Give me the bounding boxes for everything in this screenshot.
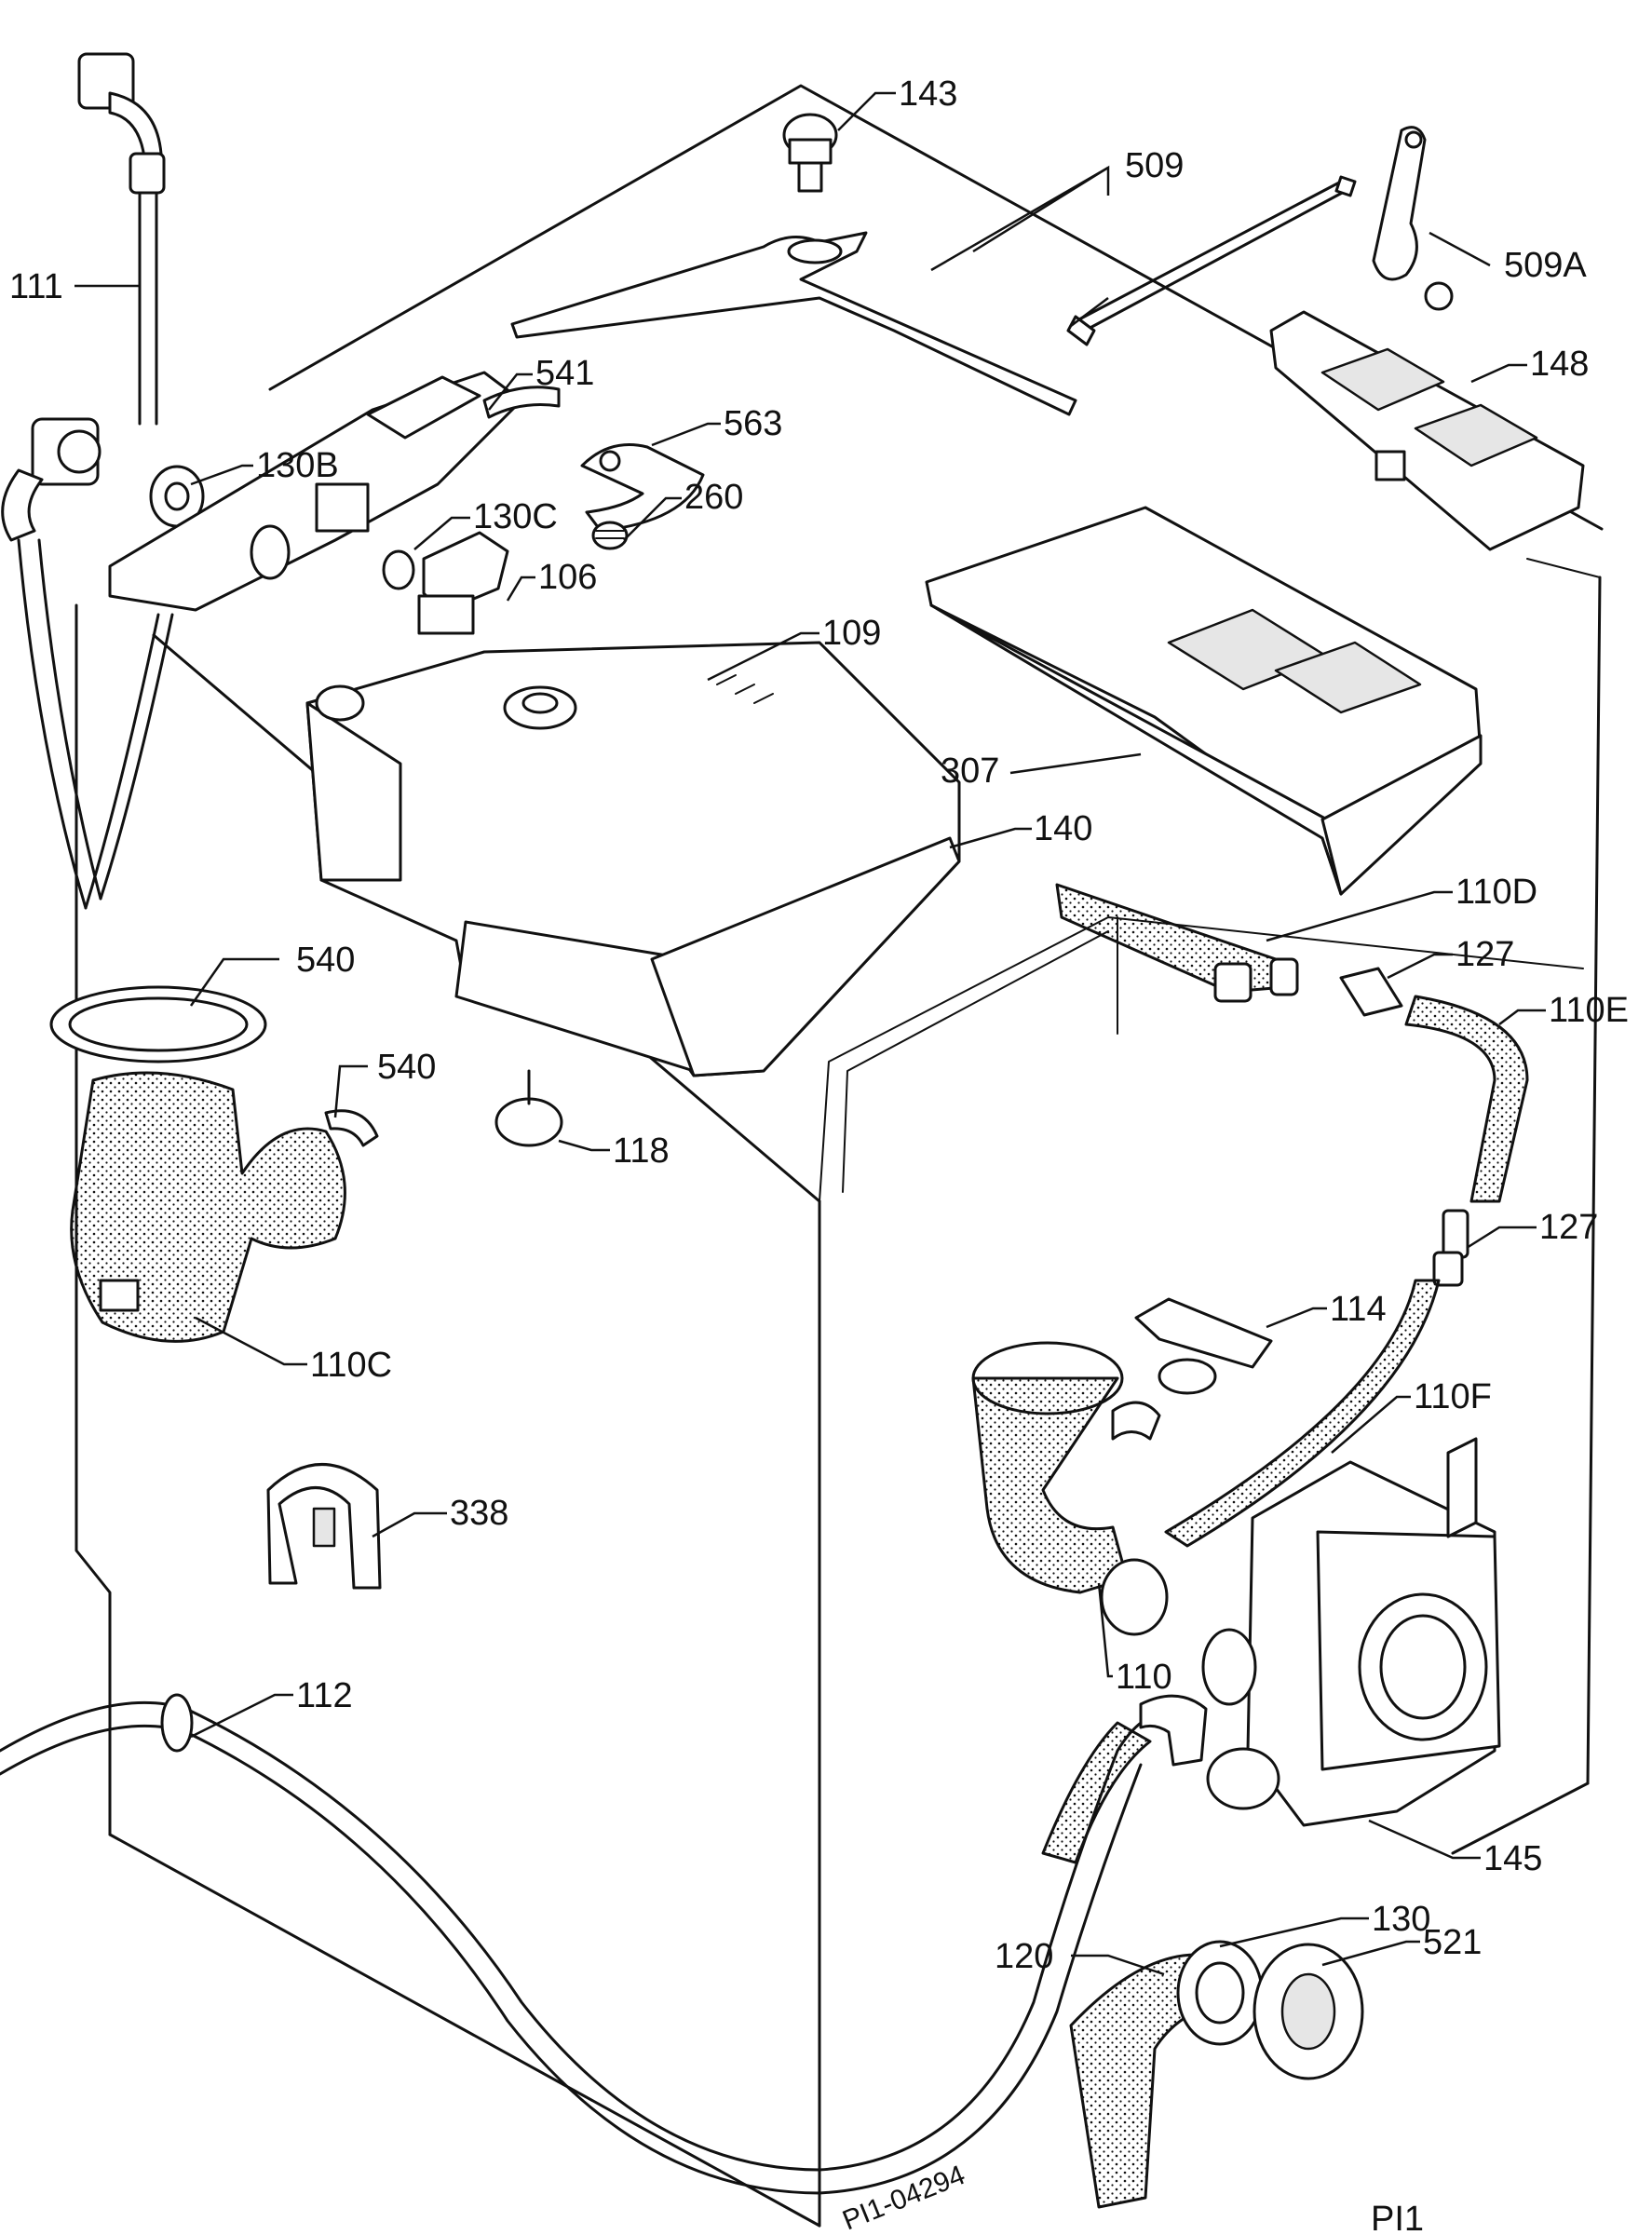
part-110d-hose <box>1055 883 1299 1003</box>
label-130c: 130C <box>473 497 558 536</box>
label-118: 118 <box>613 1131 670 1171</box>
part-127-clamp-b <box>1432 1209 1469 1287</box>
part-114-bracket <box>1134 1297 1273 1395</box>
label-509: 509 <box>1125 146 1184 185</box>
label-127a: 127 <box>1456 935 1514 974</box>
part-130b-grommet <box>149 465 205 528</box>
label-563: 563 <box>724 404 782 443</box>
label-110: 110 <box>1116 1658 1172 1697</box>
label-140: 140 <box>1034 809 1092 848</box>
part-110f-hose <box>1164 1279 1441 1548</box>
part-111-inlet-hose <box>77 52 166 426</box>
label-110f: 110F <box>1414 1377 1492 1416</box>
part-145-pump <box>1201 1437 1501 1827</box>
label-540a: 540 <box>296 941 355 980</box>
label-110c: 110C <box>310 1346 392 1385</box>
label-112: 112 <box>296 1676 353 1715</box>
part-143-knob <box>782 113 838 193</box>
label-130: 130 <box>1372 1900 1430 1939</box>
part-148-handle <box>1269 310 1585 551</box>
label-106: 106 <box>538 558 597 597</box>
label-509a: 509A <box>1504 246 1587 285</box>
part-540-clamp-ring <box>49 985 267 1063</box>
part-110e-hose <box>1404 995 1529 1203</box>
label-130b: 130B <box>256 446 339 485</box>
part-109-dispenser-housing <box>305 641 961 1077</box>
label-148: 148 <box>1530 345 1589 384</box>
label-120: 120 <box>995 1937 1053 1976</box>
label-145: 145 <box>1483 1839 1542 1878</box>
label-110d: 110D <box>1456 873 1537 912</box>
label-521: 521 <box>1423 1923 1482 1962</box>
part-118-screw <box>494 1069 563 1147</box>
part-540-clamp-small <box>324 1109 379 1147</box>
label-338: 338 <box>450 1494 508 1533</box>
part-338-clip <box>266 1463 382 1590</box>
part-127-clamp-a <box>1339 967 1403 1017</box>
part-111-hose-lower <box>1 417 174 910</box>
part-509-linkage <box>510 175 1357 416</box>
label-260: 260 <box>684 478 743 517</box>
part-110-elbow <box>971 1341 1169 1636</box>
label-540b: 540 <box>377 1048 436 1087</box>
part-labels: 143 509 509A 111 541 148 563 130B 260 13… <box>9 74 1629 2235</box>
part-112-drain-hose <box>0 1693 1208 2195</box>
label-114: 114 <box>1330 1290 1387 1329</box>
part-509a-lever <box>1372 126 1454 311</box>
drawing-number: PI1-04294 <box>838 2160 969 2235</box>
label-111: 111 <box>9 267 63 306</box>
label-541: 541 <box>535 354 594 393</box>
part-130c-106-clip <box>382 531 509 635</box>
part-110c-bellows <box>70 1071 346 1343</box>
part-307-drawer <box>925 506 1483 896</box>
part-260-spring <box>591 521 629 550</box>
label-307: 307 <box>941 752 999 791</box>
label-110e: 110E <box>1549 991 1629 1030</box>
part-541-valve-bracket <box>108 371 561 612</box>
part-521-cap <box>1253 1943 1364 2080</box>
label-143: 143 <box>899 74 957 114</box>
page-code: PI1 <box>1371 2200 1424 2235</box>
leader-lines <box>74 91 1546 1976</box>
label-127b: 127 <box>1539 1208 1598 1247</box>
part-563-cover <box>580 443 705 533</box>
label-109: 109 <box>822 614 881 653</box>
part-130-seal <box>1176 1940 1264 2046</box>
